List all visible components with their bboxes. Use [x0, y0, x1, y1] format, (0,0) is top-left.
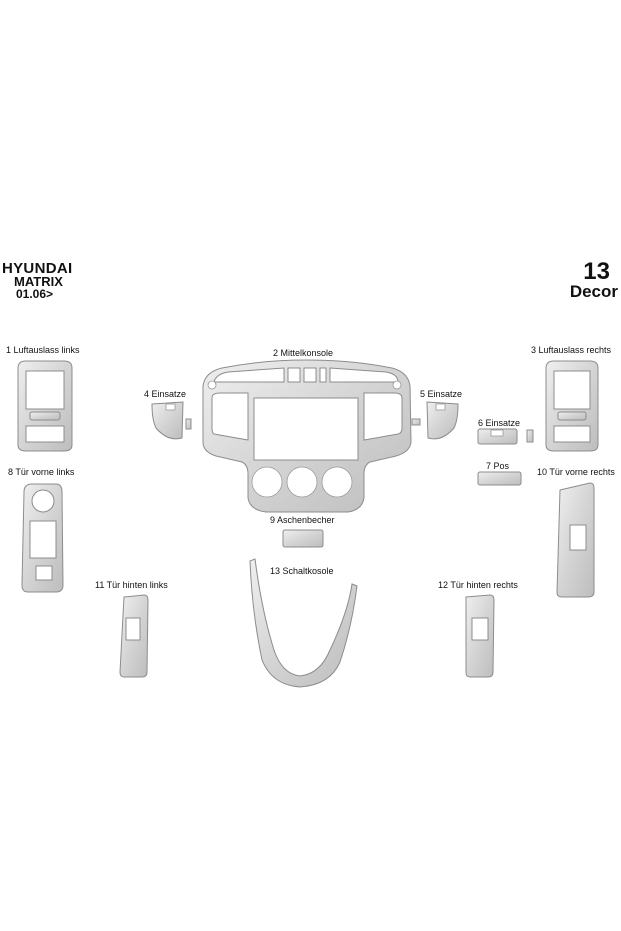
decor-count: 13 Decor [569, 258, 618, 302]
part-10-front-right-door [556, 482, 595, 598]
part-12-rear-right-door [465, 594, 495, 678]
part-label-5: 5 Einsatze [420, 389, 463, 399]
part-8-front-left-door [21, 483, 64, 593]
part-1-left-air-vent [17, 360, 73, 452]
part-label-10: 10 Tür vorne rechts [537, 467, 615, 477]
part-2-center-console [202, 359, 412, 513]
part-label-7: 7 Pos [486, 461, 510, 471]
vehicle-model: MATRIX [14, 274, 63, 289]
part-11-rear-left-door [119, 594, 149, 678]
part-3-right-air-vent [545, 360, 599, 452]
part-label-11: 11 Tür hinten links [95, 580, 168, 590]
part-6-insert [477, 428, 534, 445]
part-7-pos [477, 471, 522, 486]
part-label-8: 8 Tür vorne links [8, 467, 75, 477]
decor-count-label: Decor [569, 282, 618, 301]
part-5-insert [411, 401, 459, 440]
part-label-2: 2 Mittelkonsole [273, 348, 334, 358]
decor-count-number: 13 [583, 258, 610, 285]
vehicle-make: HYUNDAI [2, 260, 73, 277]
part-label-13: 13 Schaltkosole [270, 566, 334, 576]
vehicle-title: HYUNDAI MATRIX 01.06> [2, 260, 73, 301]
part-9-ashtray [282, 529, 324, 548]
part-label-4: 4 Einsatze [144, 389, 187, 399]
part-4-insert [151, 401, 192, 440]
part-label-12: 12 Tür hinten rechts [438, 580, 518, 590]
part-label-1: 1 Luftauslass links [6, 345, 80, 355]
part-13-shift-console [249, 558, 358, 688]
part-label-9: 9 Aschenbecher [270, 515, 335, 525]
vehicle-date: 01.06> [16, 287, 54, 301]
part-label-6: 6 Einsatze [478, 418, 521, 428]
part-label-3: 3 Luftauslass rechts [531, 345, 612, 355]
